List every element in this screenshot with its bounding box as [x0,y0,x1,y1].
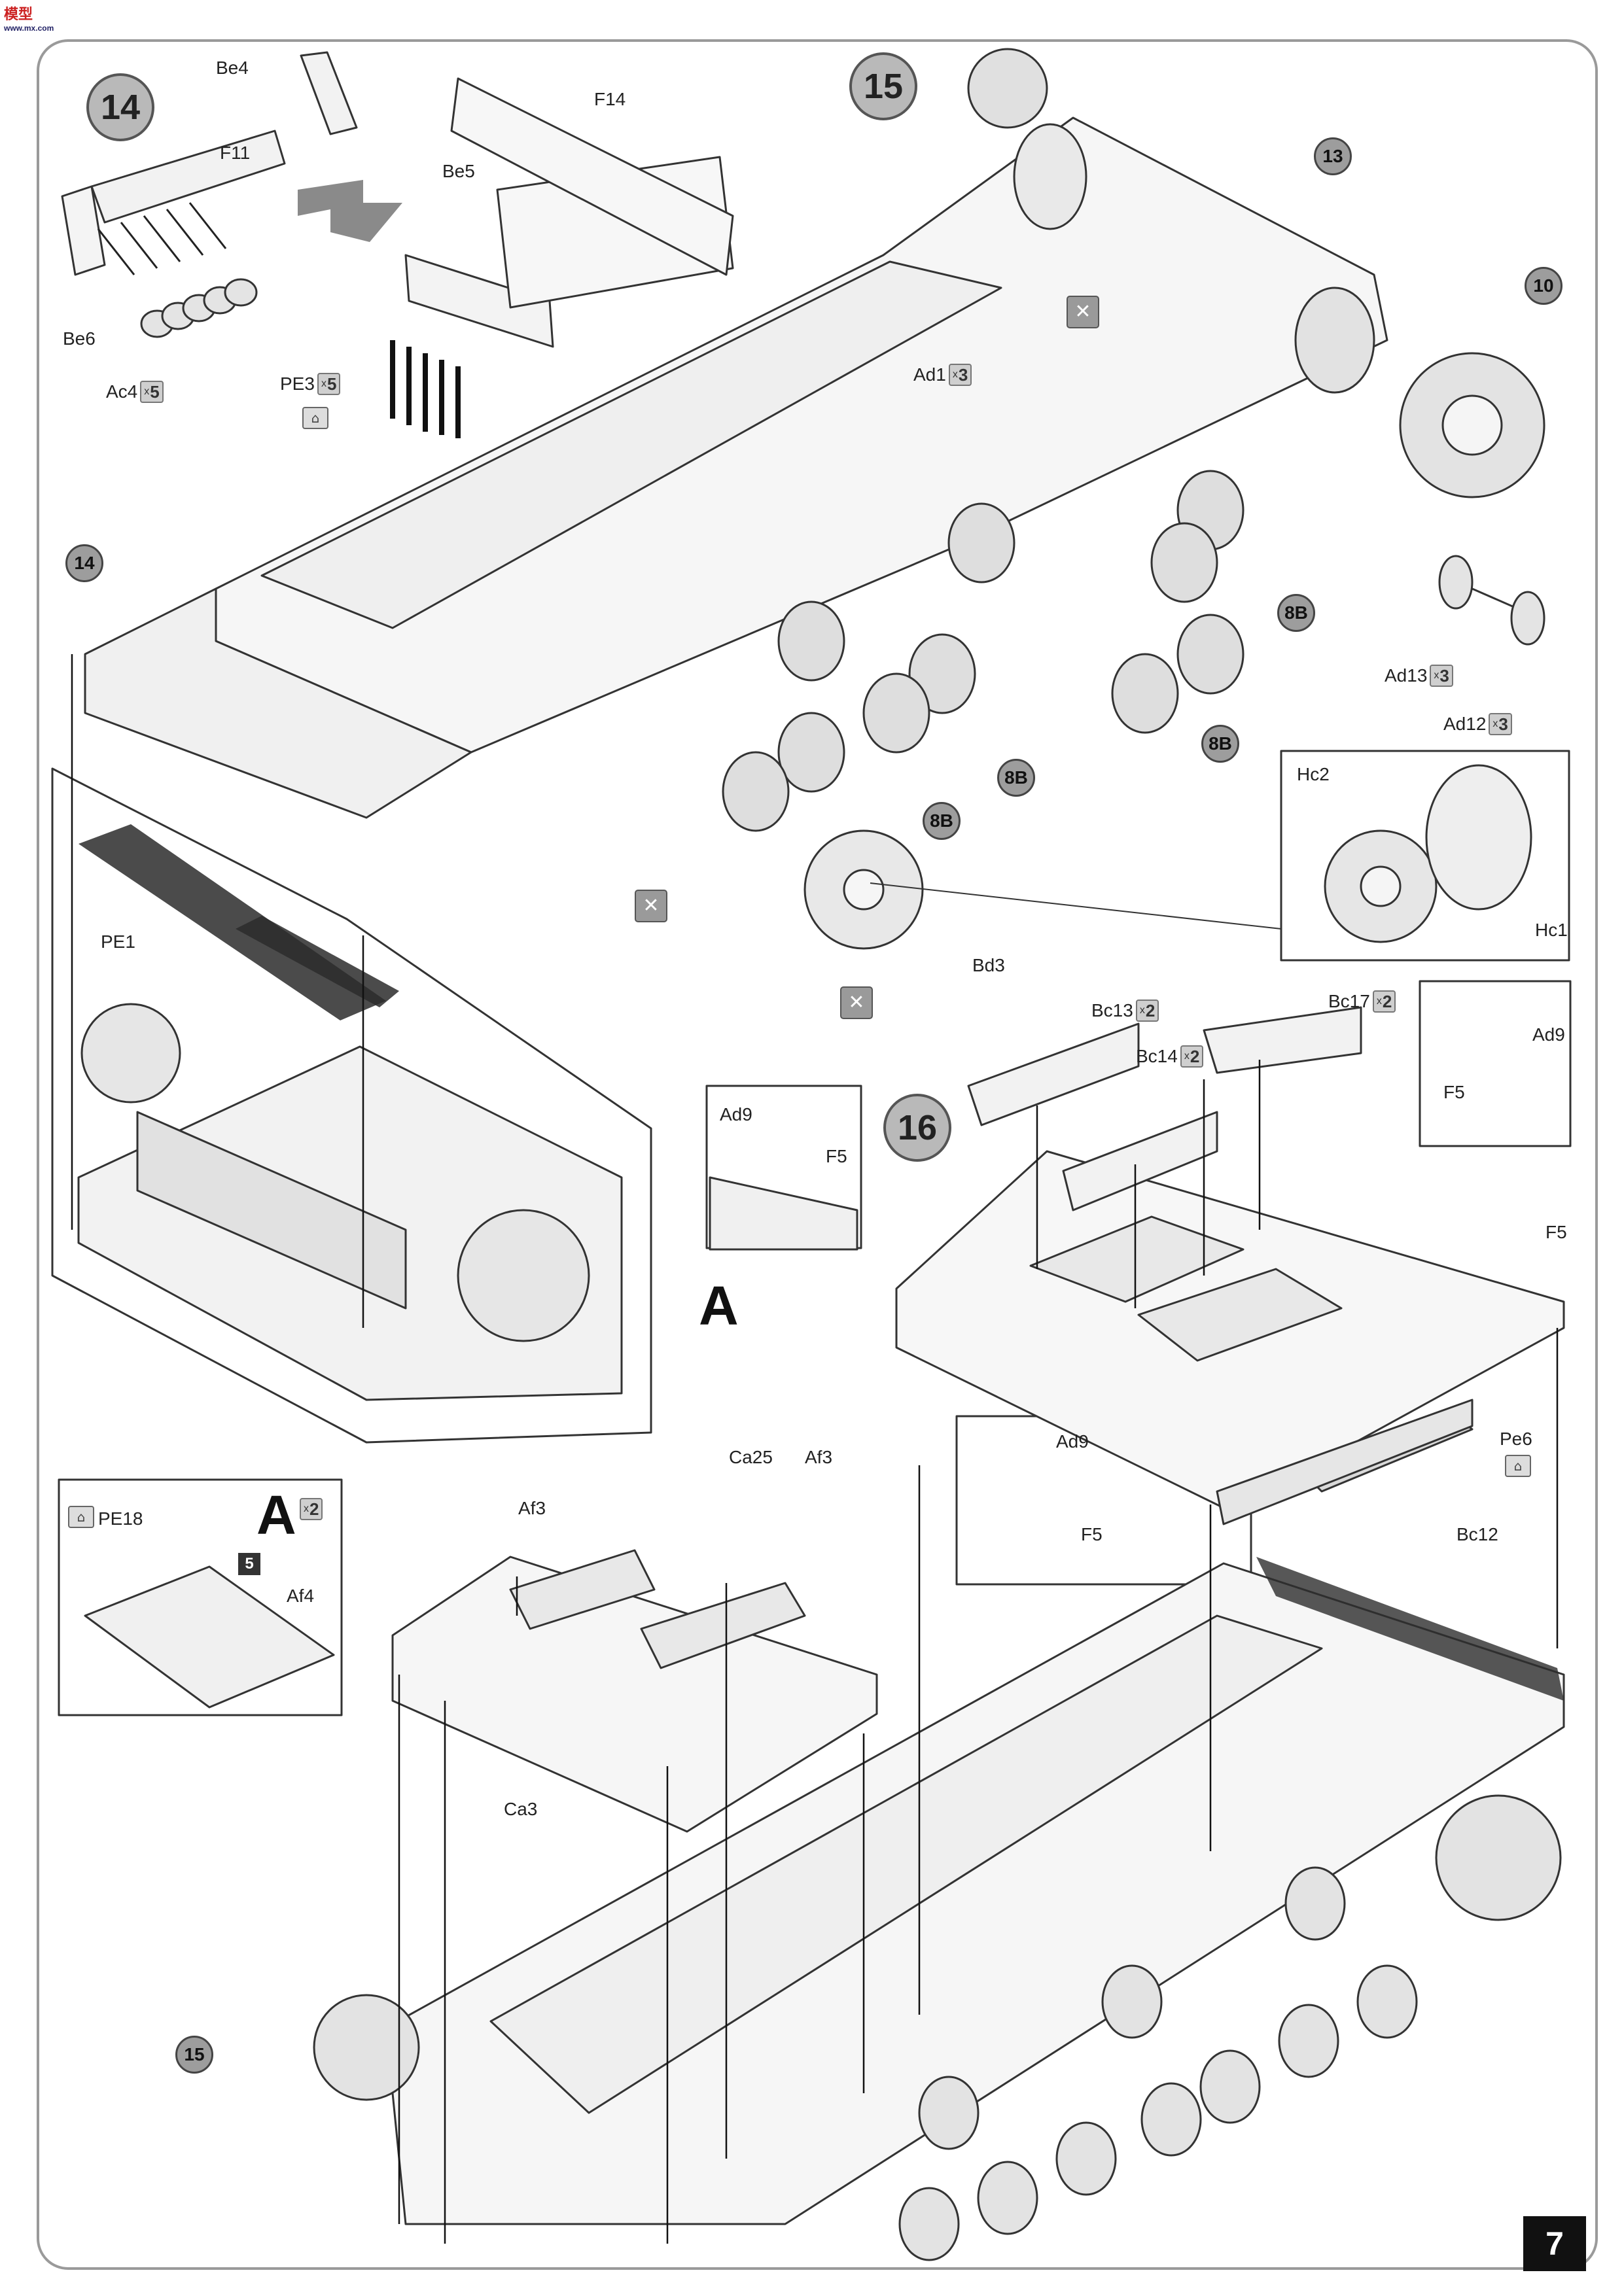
step16-deck [705,980,1572,1586]
step14-parts [61,51,734,438]
label-be5: Be5 [442,161,475,181]
label-f5: F5 [1081,1524,1103,1544]
label-af4: Af4 [287,1586,315,1606]
photo-etch-icon: ⌂ [68,1506,94,1528]
page-number: 7 [1523,2216,1586,2271]
lower-hull [313,1399,1565,2261]
label-pe18: PE18 [98,1508,143,1529]
step-16-badge: 16 [883,1094,951,1162]
label-f14: F14 [594,89,626,109]
label-ca3: Ca3 [504,1799,538,1819]
ref-8b-bubble: 8B [1201,725,1239,763]
label-af3: Af3 [518,1498,546,1518]
label-hc1: Hc1 [1535,920,1568,940]
ref-8b-bubble: 8B [997,759,1035,797]
page-frame [37,39,1598,2270]
label-bd3: Bd3 [972,955,1005,975]
label-bc13: Bc132 [1091,1000,1159,1022]
ref-8b-bubble: 8B [923,802,961,840]
subassembly-a-heading: A [699,1275,739,1336]
label-ad12: Ad123 [1443,713,1512,735]
inset-step-number: 5 [238,1553,260,1575]
no-glue-icon: ✕ [635,890,667,922]
label-ad13: Ad133 [1385,665,1453,687]
step-15-badge: 15 [849,52,917,120]
label-bc17: Bc172 [1328,990,1396,1013]
ref-15-bubble: 15 [175,2036,213,2074]
ref-13-bubble: 13 [1314,137,1352,175]
label-ad9: Ad9 [1056,1431,1089,1452]
label-f5: F5 [1443,1082,1465,1102]
label-be4: Be4 [216,58,249,78]
label-ad1: Ad13 [913,364,972,386]
label-pe6: Pe6 [1500,1429,1532,1449]
inset-a-qty: 2 [297,1498,323,1520]
inset-a-heading: A [256,1484,296,1546]
ref-8b-bubble: 8B [1277,594,1315,632]
ref-14-bubble: 14 [65,544,103,582]
step-14-badge: 14 [86,73,154,141]
label-pe3: PE35 [280,373,341,395]
label-ad9: Ad9 [1532,1024,1565,1045]
no-glue-icon: ✕ [840,986,873,1019]
photo-etch-icon: ⌂ [302,407,328,429]
ref-10-bubble: 10 [1525,267,1562,305]
label-ad9: Ad9 [720,1104,752,1124]
label-hc2: Hc2 [1297,764,1330,784]
label-bc12: Bc12 [1456,1524,1498,1544]
no-glue-icon: ✕ [1067,296,1099,328]
label-f5: F5 [1545,1222,1567,1242]
label-f11: F11 [220,143,251,163]
step15-hull [84,48,1545,950]
label-pe1: PE1 [101,931,135,952]
label-be6: Be6 [63,328,96,349]
label-f5: F5 [826,1146,847,1166]
label-ac4: Ac45 [106,381,164,403]
label-af3: Af3 [805,1447,833,1467]
label-bc14: Bc142 [1136,1045,1204,1068]
photo-etch-icon: ⌂ [1505,1455,1531,1477]
label-ca25: Ca25 [729,1447,773,1467]
